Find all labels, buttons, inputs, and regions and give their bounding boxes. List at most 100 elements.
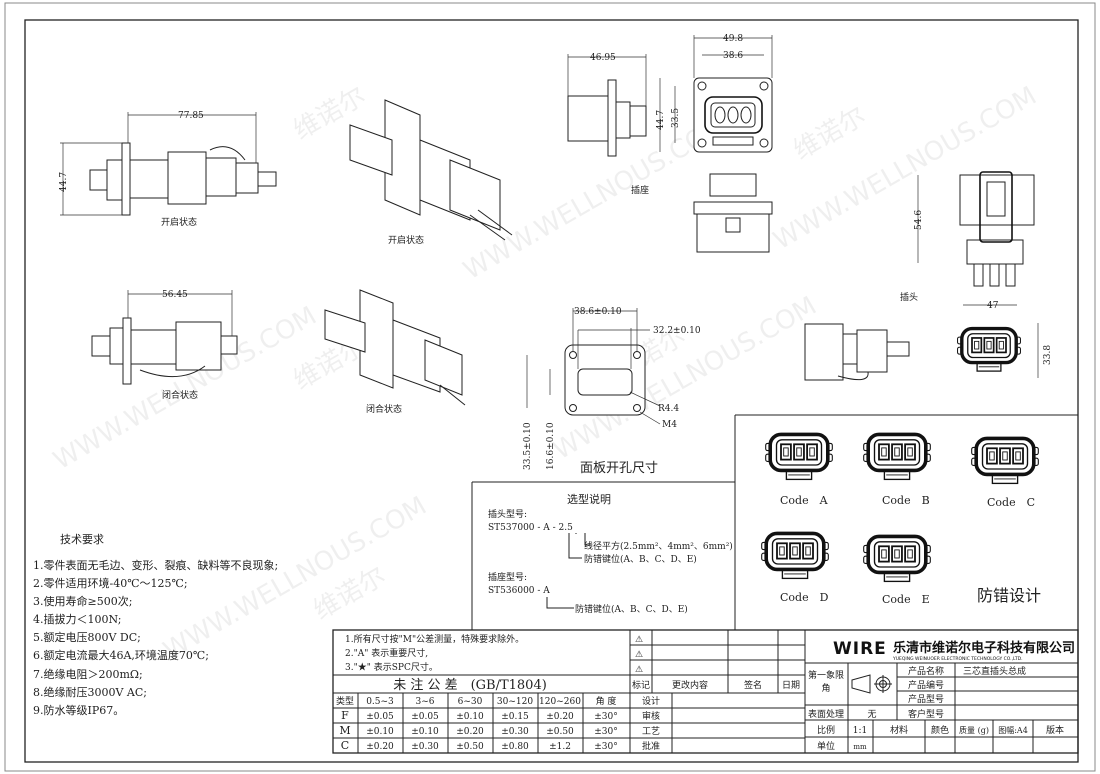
- plug-side-view: [804, 323, 910, 381]
- revision-triangle-icon: ⚠: [635, 665, 643, 675]
- role-label: 工艺: [642, 726, 660, 737]
- dim-socket-width: 49.8: [723, 34, 743, 44]
- material-label: 材料: [890, 724, 908, 736]
- tolerance-cell: ±30°: [594, 712, 618, 722]
- socket-side-view: 46.95: [567, 53, 647, 157]
- tech-item: 7.绝缘电阻＞200mΩ;: [33, 667, 143, 681]
- tolerance-header: 类型: [336, 695, 354, 707]
- closed-state-isometric-view: 闭合状态: [324, 289, 466, 415]
- tech-title: 技术要求: [60, 533, 104, 546]
- dim-open-height: 44.7: [59, 172, 69, 192]
- customer-model-label: 客户型号: [908, 708, 944, 720]
- tech-item: 9.防水等级IP67。: [33, 703, 124, 717]
- scale-label: 比例: [817, 724, 835, 736]
- note: 3."★" 表示SPC尺寸。: [345, 661, 438, 673]
- dim-socket-depth: 46.95: [590, 53, 616, 63]
- dim-plug-height: 54.6: [914, 210, 924, 230]
- plug-model: ST537000 - A - 2.5: [488, 523, 573, 533]
- tolerance-cell: ±0.20: [366, 742, 394, 752]
- plug-model-label: 插头型号:: [488, 508, 527, 520]
- tolerance-header: 30~120: [497, 697, 533, 707]
- tech-item: 2.零件适用环境-40℃～125℃;: [33, 576, 188, 590]
- open-state-isometric-view: 开启状态: [349, 99, 513, 246]
- socket-model: ST536000 - A: [488, 586, 550, 596]
- tolerance-cell: ±0.10: [366, 727, 394, 737]
- anti-mismatch-label: 防错设计: [977, 586, 1041, 605]
- tolerance-cell: ±0.10: [411, 727, 439, 737]
- socket-front-view: 49.8 38.6 44.7 33.5: [656, 34, 773, 153]
- product-name: 三芯直插头总成: [963, 665, 1026, 677]
- revision-triangle-icon: ⚠: [635, 650, 643, 660]
- dim-cutout-radius: R4.4: [658, 404, 679, 414]
- tolerance-title: 未 注 公 差 (GB/T1804): [393, 678, 547, 693]
- dim-socket-pitch-y: 33.5: [671, 108, 681, 128]
- revision-triangle-icon: ⚠: [635, 635, 643, 645]
- code-c-face-icon: [969, 436, 1041, 486]
- product-name-label: 产品名称: [908, 665, 944, 677]
- revision-header: 更改内容: [672, 679, 708, 691]
- socket-key-option: 防错键位(A、B、C、D、E): [575, 603, 688, 615]
- company-block: WIRE 乐清市维诺尔电子科技有限公司 YUEQING WEINUOER ELE…: [808, 639, 1075, 752]
- tolerance-table: 未 注 公 差 (GB/T1804) 类型 0.5~3 3~6 6~30 30~…: [336, 678, 616, 707]
- code-d-label: Code D: [780, 591, 829, 604]
- unit-value: mm: [853, 743, 867, 751]
- company-name-en: YUEQING WEINUOER ELECTRONIC TECHNOLOGY C…: [892, 656, 1023, 662]
- socket-label: 插座: [631, 184, 649, 196]
- tech-item: 4.插拔力＜100N;: [33, 612, 121, 626]
- tolerance-cell: ±30°: [594, 742, 618, 752]
- open-state-iso-label: 开启状态: [388, 234, 424, 246]
- unit-label: 单位: [817, 740, 835, 752]
- tolerance-header: 6~30: [458, 697, 483, 707]
- dim-cutout-window-width: 32.2±0.10: [653, 326, 701, 336]
- tolerance-rows: F±0.05±0.05±0.10±0.15±0.20±30°M±0.10±0.1…: [339, 709, 617, 752]
- plug-top-view: 54.6 插头: [900, 171, 1035, 303]
- tolerance-cell: ±0.80: [501, 742, 529, 752]
- code-c-label: Code C: [987, 496, 1035, 509]
- dim-cutout-pitch-x: 38.6±0.10: [574, 307, 622, 317]
- weight-label: 质量 (g): [959, 725, 989, 735]
- tech-item: 5.额定电压800V DC;: [33, 630, 141, 644]
- inner-frame: [24, 19, 1079, 763]
- tolerance-class: M: [339, 724, 350, 737]
- dim-plug-end-height: 33.8: [1043, 345, 1053, 365]
- svg-text:维诺尔: 维诺尔: [789, 101, 872, 166]
- tolerance-cell: ±0.15: [501, 712, 529, 722]
- dim-socket-pitch-x: 38.6: [723, 51, 743, 61]
- code-d-face-icon: [759, 531, 831, 581]
- note: 1.所有尺寸按"M"公差测量，特殊要求除外。: [345, 633, 524, 645]
- tolerance-header: 120~260: [539, 697, 581, 707]
- revision-header: 标记: [632, 679, 650, 691]
- revision-block: 标记 更改内容 签名 日期 设计 审核 工艺 批准: [632, 679, 800, 752]
- tech-item: 3.使用寿命≥500次;: [33, 594, 132, 608]
- panel-cutout-label: 面板开孔尺寸: [580, 461, 658, 476]
- tolerance-cell: ±0.05: [411, 712, 439, 722]
- tech-item: 8.绝缘耐压3000V AC;: [33, 685, 147, 699]
- open-state-side-view: 77.85 44.7 开启状态: [59, 111, 277, 228]
- role-label: 审核: [642, 710, 660, 722]
- code-b-label: Code B: [882, 494, 930, 507]
- tech-item: 6.额定电流最大46A,环境温度70℃;: [33, 648, 209, 662]
- scale-value: 1:1: [853, 726, 867, 736]
- tolerance-cell: ±0.30: [411, 742, 439, 752]
- sheet-size: 图幅:A4: [998, 725, 1028, 735]
- outer-frame: [4, 2, 1096, 772]
- dim-cutout-pitch-y: 33.5±0.10: [523, 422, 533, 470]
- title-block-grid: [332, 629, 1079, 754]
- general-notes: 1.所有尺寸按"M"公差测量，特殊要求除外。 2."A" 表示重要尺寸, 3."…: [345, 633, 643, 675]
- technical-requirements: 技术要求 1.零件表面无毛边、变形、裂痕、缺料等不良现象; 2.零件适用环境-4…: [33, 533, 278, 717]
- code-a-label: Code A: [780, 494, 829, 507]
- revision-header: 签名: [744, 679, 762, 691]
- tolerance-cell: ±0.10: [456, 712, 484, 722]
- tolerance-cell: ±0.20: [456, 727, 484, 737]
- code-e-face-icon: [861, 534, 933, 584]
- tolerance-cell: ±1.2: [549, 742, 571, 752]
- dim-open-length: 77.85: [178, 111, 204, 121]
- closed-state-iso-label: 闭合状态: [366, 403, 402, 415]
- company-logo: WIRE: [833, 639, 887, 659]
- tolerance-cell: ±0.20: [546, 712, 574, 722]
- product-model-label: 产品型号: [908, 693, 944, 705]
- selection-guide: 选型说明 插头型号: ST537000 - A - 2.5 线径平方(2.5mm…: [471, 481, 735, 630]
- tolerance-cell: ±0.30: [501, 727, 529, 737]
- surface-value: 无: [867, 709, 876, 720]
- code-b-face-icon: [861, 432, 933, 482]
